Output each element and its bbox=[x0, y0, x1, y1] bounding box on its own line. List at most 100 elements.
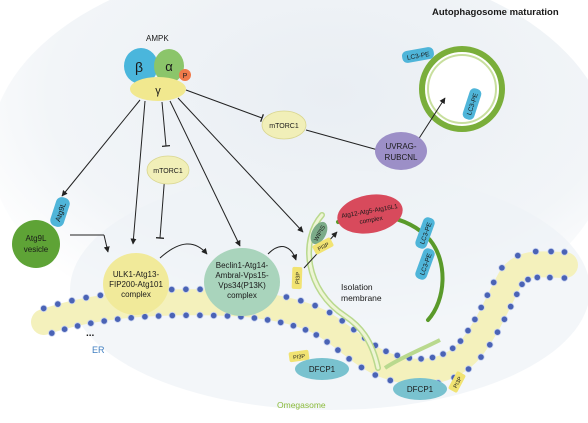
er-dot bbox=[449, 344, 457, 352]
edge-ampk-beclin bbox=[169, 100, 241, 247]
er-dot bbox=[546, 273, 554, 282]
er-dot bbox=[60, 325, 69, 333]
er-dot bbox=[325, 308, 334, 317]
ulk1-line-3: complex bbox=[121, 290, 151, 299]
er-dot bbox=[518, 280, 526, 288]
edge-beclin-pi3p bbox=[267, 246, 298, 261]
pi3p-tag-3: PI3P bbox=[288, 349, 310, 363]
atg12-line-2: complex bbox=[359, 215, 384, 226]
er-dot bbox=[500, 315, 508, 323]
dfcp1-left-label: DFCP1 bbox=[309, 365, 336, 374]
er-dot bbox=[196, 311, 204, 319]
er-dot bbox=[250, 314, 258, 322]
edge-mtorc1-uvrag bbox=[305, 129, 380, 155]
ampk-p-label: P bbox=[183, 73, 188, 80]
atg9l-vesicle-line-1: Atg9L bbox=[26, 234, 47, 243]
er-ellipsis: ... bbox=[86, 328, 95, 339]
er-dot bbox=[428, 353, 437, 362]
er-dot bbox=[277, 318, 285, 326]
er-dot bbox=[345, 355, 353, 363]
er-dot bbox=[417, 355, 425, 363]
ampk-beta-label: β bbox=[135, 59, 143, 75]
er-dot bbox=[82, 293, 90, 302]
er-dot bbox=[547, 247, 555, 256]
isolation-line-1: Isolation bbox=[341, 282, 373, 292]
edge-ampk-atg9 bbox=[61, 99, 141, 197]
er-dot bbox=[371, 371, 379, 379]
er-dot bbox=[196, 285, 204, 293]
er-dot bbox=[486, 341, 494, 349]
atg9l-vesicle-line-2: vesicle bbox=[24, 245, 49, 254]
edge-ulk1-beclin bbox=[159, 243, 208, 259]
uvrag-line-2: RUBCNL bbox=[385, 153, 418, 162]
er-dot bbox=[439, 350, 447, 358]
er-dot bbox=[560, 248, 569, 256]
er-dot bbox=[464, 365, 473, 373]
er-dot bbox=[513, 290, 521, 298]
edge-ampk-mtorc1-top bbox=[185, 89, 264, 122]
dfcp1-right-label: DFCP1 bbox=[407, 385, 434, 394]
ampk-gamma bbox=[130, 77, 186, 101]
er-dot bbox=[155, 312, 163, 320]
er-dot bbox=[323, 338, 331, 346]
er-dot bbox=[483, 291, 491, 299]
er-label: ER bbox=[92, 345, 105, 355]
er-dot bbox=[560, 274, 569, 282]
er-dot bbox=[301, 326, 310, 334]
er-dot bbox=[127, 314, 135, 322]
uvrag-line-1: UVRAG- bbox=[385, 142, 416, 151]
ampk-gamma-label: γ bbox=[155, 85, 161, 97]
er-dot bbox=[48, 329, 56, 337]
er-dot bbox=[532, 247, 540, 256]
dfcp1-right: DFCP1 bbox=[393, 378, 447, 400]
edge-ampk-ulk1 bbox=[130, 100, 146, 245]
edge-uvrag-vesicle bbox=[417, 97, 446, 141]
dfcp1-left: DFCP1 bbox=[295, 358, 349, 380]
ampk-alpha-label: α bbox=[165, 59, 173, 74]
ampk-p-badge bbox=[179, 69, 191, 81]
maturation-title: Autophagosome maturation bbox=[432, 7, 559, 18]
er-dot bbox=[210, 311, 218, 320]
lc3-pe-top-left-label: LC3-PE bbox=[406, 51, 430, 62]
mtorc1-top-label: mTORC1 bbox=[269, 123, 299, 130]
er-dot bbox=[357, 363, 366, 371]
beclin-line-2: Ambral-Vps15- bbox=[215, 271, 269, 280]
er-dot bbox=[514, 252, 522, 260]
pi3p-tag-3-label: PI3P bbox=[293, 354, 306, 362]
edge-atg9-ulk1-v bbox=[103, 234, 110, 253]
beclin-line-4: complex bbox=[227, 291, 257, 300]
er-dot bbox=[386, 376, 394, 384]
er-dot bbox=[533, 273, 541, 281]
er-dot bbox=[263, 316, 272, 324]
wipis-badge: WIPIS bbox=[310, 221, 328, 245]
er-dot bbox=[456, 337, 465, 345]
er-dot bbox=[311, 301, 319, 310]
er-dot bbox=[334, 346, 342, 354]
beclin-line-1: Beclin1-Atg14- bbox=[216, 261, 269, 270]
autophagosome-vesicle bbox=[419, 46, 505, 132]
er-dot bbox=[498, 264, 506, 272]
pi3p-tag-4: PI3P bbox=[448, 371, 466, 393]
ampk-complex: AMPK β α P γ bbox=[124, 34, 191, 101]
mtorc1-mid-label: mTORC1 bbox=[153, 168, 183, 175]
er-dot bbox=[289, 322, 297, 330]
er-dot bbox=[87, 319, 95, 327]
pi3p-tag-1: PI3P bbox=[291, 266, 303, 290]
er-dot bbox=[471, 315, 479, 323]
er-dot bbox=[168, 311, 176, 320]
atg12-complex: Atg12-Atg5-Atg16L1 complex bbox=[337, 194, 403, 234]
er-dot bbox=[114, 315, 122, 323]
er-dot bbox=[312, 331, 320, 339]
er-dot bbox=[74, 322, 82, 330]
ampk-alpha bbox=[154, 49, 184, 83]
er-dot bbox=[68, 296, 76, 305]
er-dot bbox=[182, 285, 190, 293]
er-dot bbox=[382, 347, 390, 355]
lc3-pe-top-left: LC3-PE bbox=[401, 47, 435, 63]
beclin1-complex: Beclin1-Atg14- Ambral-Vps15- Vps34(P13K)… bbox=[204, 248, 280, 316]
er-dot bbox=[100, 317, 108, 325]
ampk-label: AMPK bbox=[146, 34, 169, 43]
pi3p-tag-2-label: PI3P bbox=[317, 242, 331, 253]
